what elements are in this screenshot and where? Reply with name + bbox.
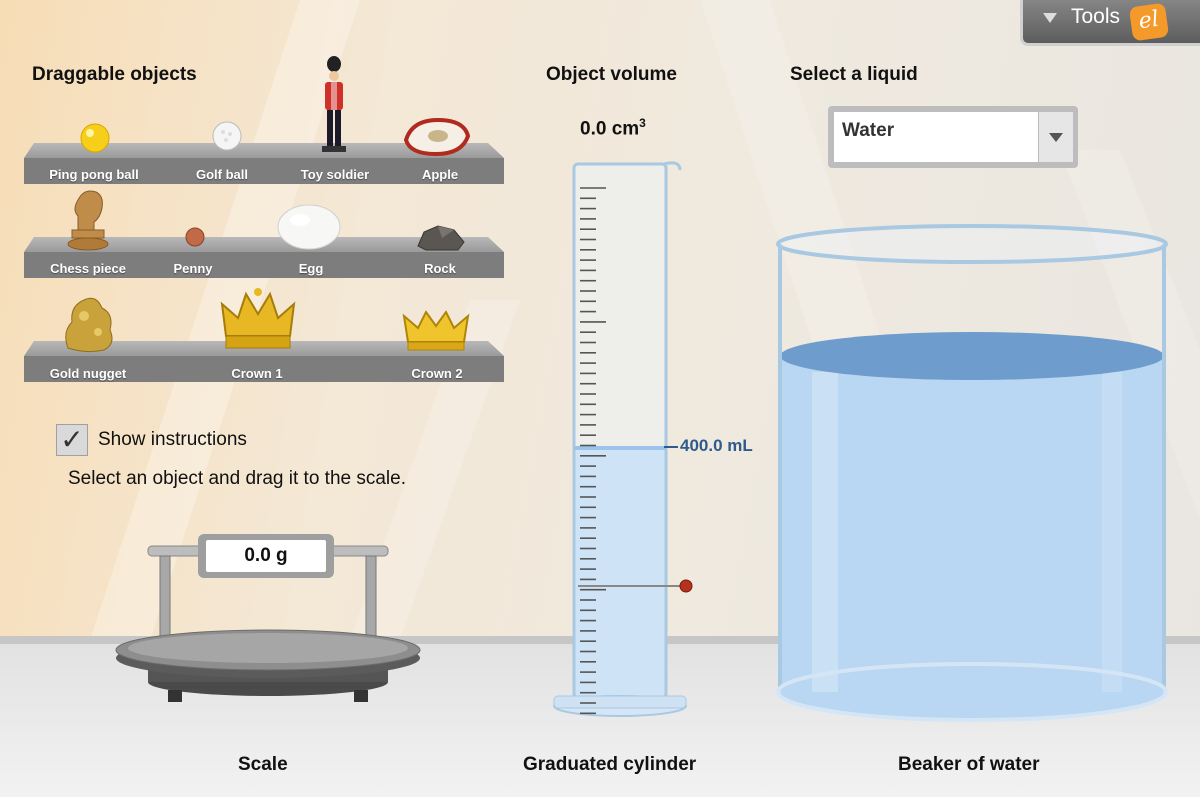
checkmark-icon: ✓: [60, 424, 84, 455]
draggable-objects-heading: Draggable objects: [32, 64, 197, 85]
rock-icon[interactable]: [414, 224, 466, 252]
show-instructions-label: Show instructions: [98, 429, 247, 450]
cylinder-level-label: 400.0 mL: [664, 436, 753, 456]
shelf-label-crown-1: Crown 1: [231, 366, 283, 381]
cylinder-tick-marks: [580, 187, 606, 715]
shelf-label-gold-nugget: Gold nugget: [49, 366, 127, 381]
scale-readout: 0.0 g: [206, 540, 326, 572]
volume-value: 0.0 cm: [580, 118, 640, 140]
shelf-label-chess-piece: Chess piece: [50, 261, 126, 276]
chevron-down-icon[interactable]: [1038, 112, 1073, 162]
instruction-text: Select an object and drag it to the scal…: [68, 468, 406, 489]
shelf-label-ping-pong-ball: Ping pong ball: [49, 167, 139, 182]
tools-label: Tools: [1071, 5, 1121, 28]
level-marker-handle[interactable]: [679, 579, 693, 593]
scale-readout-panel: 0.0 g: [198, 534, 334, 578]
ping-pong-ball-icon[interactable]: [80, 122, 110, 154]
golf-ball-icon[interactable]: [212, 120, 242, 152]
triangle-down-icon: [1043, 13, 1057, 23]
explorelearning-logo: el: [1128, 2, 1170, 42]
shelf-label-rock: Rock: [424, 261, 456, 276]
egg-icon[interactable]: [276, 202, 342, 252]
liquid-select-field: [834, 112, 1072, 162]
shelf-label-toy-soldier: Toy soldier: [300, 167, 370, 182]
object-volume-heading: Object volume: [546, 64, 677, 85]
liquid-select-value: Water: [842, 120, 895, 141]
liquid-select-dropdown[interactable]: Water: [828, 106, 1078, 168]
shelf-label-egg: Egg: [298, 261, 324, 276]
tools-menu-button[interactable]: Tools el: [1020, 0, 1200, 46]
crown-icon[interactable]: [402, 310, 470, 354]
show-instructions-checkbox[interactable]: ✓: [56, 424, 88, 456]
apple-icon[interactable]: [402, 114, 472, 158]
crown-icon[interactable]: [218, 286, 298, 354]
volume-unit-superscript: 3: [639, 116, 646, 130]
scale-caption: Scale: [238, 754, 288, 775]
beaker-of-water[interactable]: [772, 222, 1176, 726]
graduated-cylinder[interactable]: [540, 158, 700, 722]
beaker-caption: Beaker of water: [898, 754, 1040, 775]
toy-soldier-icon[interactable]: [316, 56, 352, 156]
select-liquid-heading: Select a liquid: [790, 64, 918, 85]
penny-icon[interactable]: [184, 226, 206, 248]
gold-nugget-icon[interactable]: [60, 292, 116, 356]
shelf-label-apple: Apple: [421, 167, 459, 182]
shelf-label-penny: Penny: [173, 261, 213, 276]
graduated-cylinder-caption: Graduated cylinder: [523, 754, 697, 775]
shelf-label-crown-2: Crown 2: [411, 366, 463, 381]
object-volume-readout: 0.0 cm3: [580, 116, 646, 140]
cylinder-level-value: 400.0 mL: [680, 436, 753, 455]
chess-knight-icon[interactable]: [64, 186, 112, 252]
shelf-label-golf-ball: Golf ball: [196, 167, 248, 182]
